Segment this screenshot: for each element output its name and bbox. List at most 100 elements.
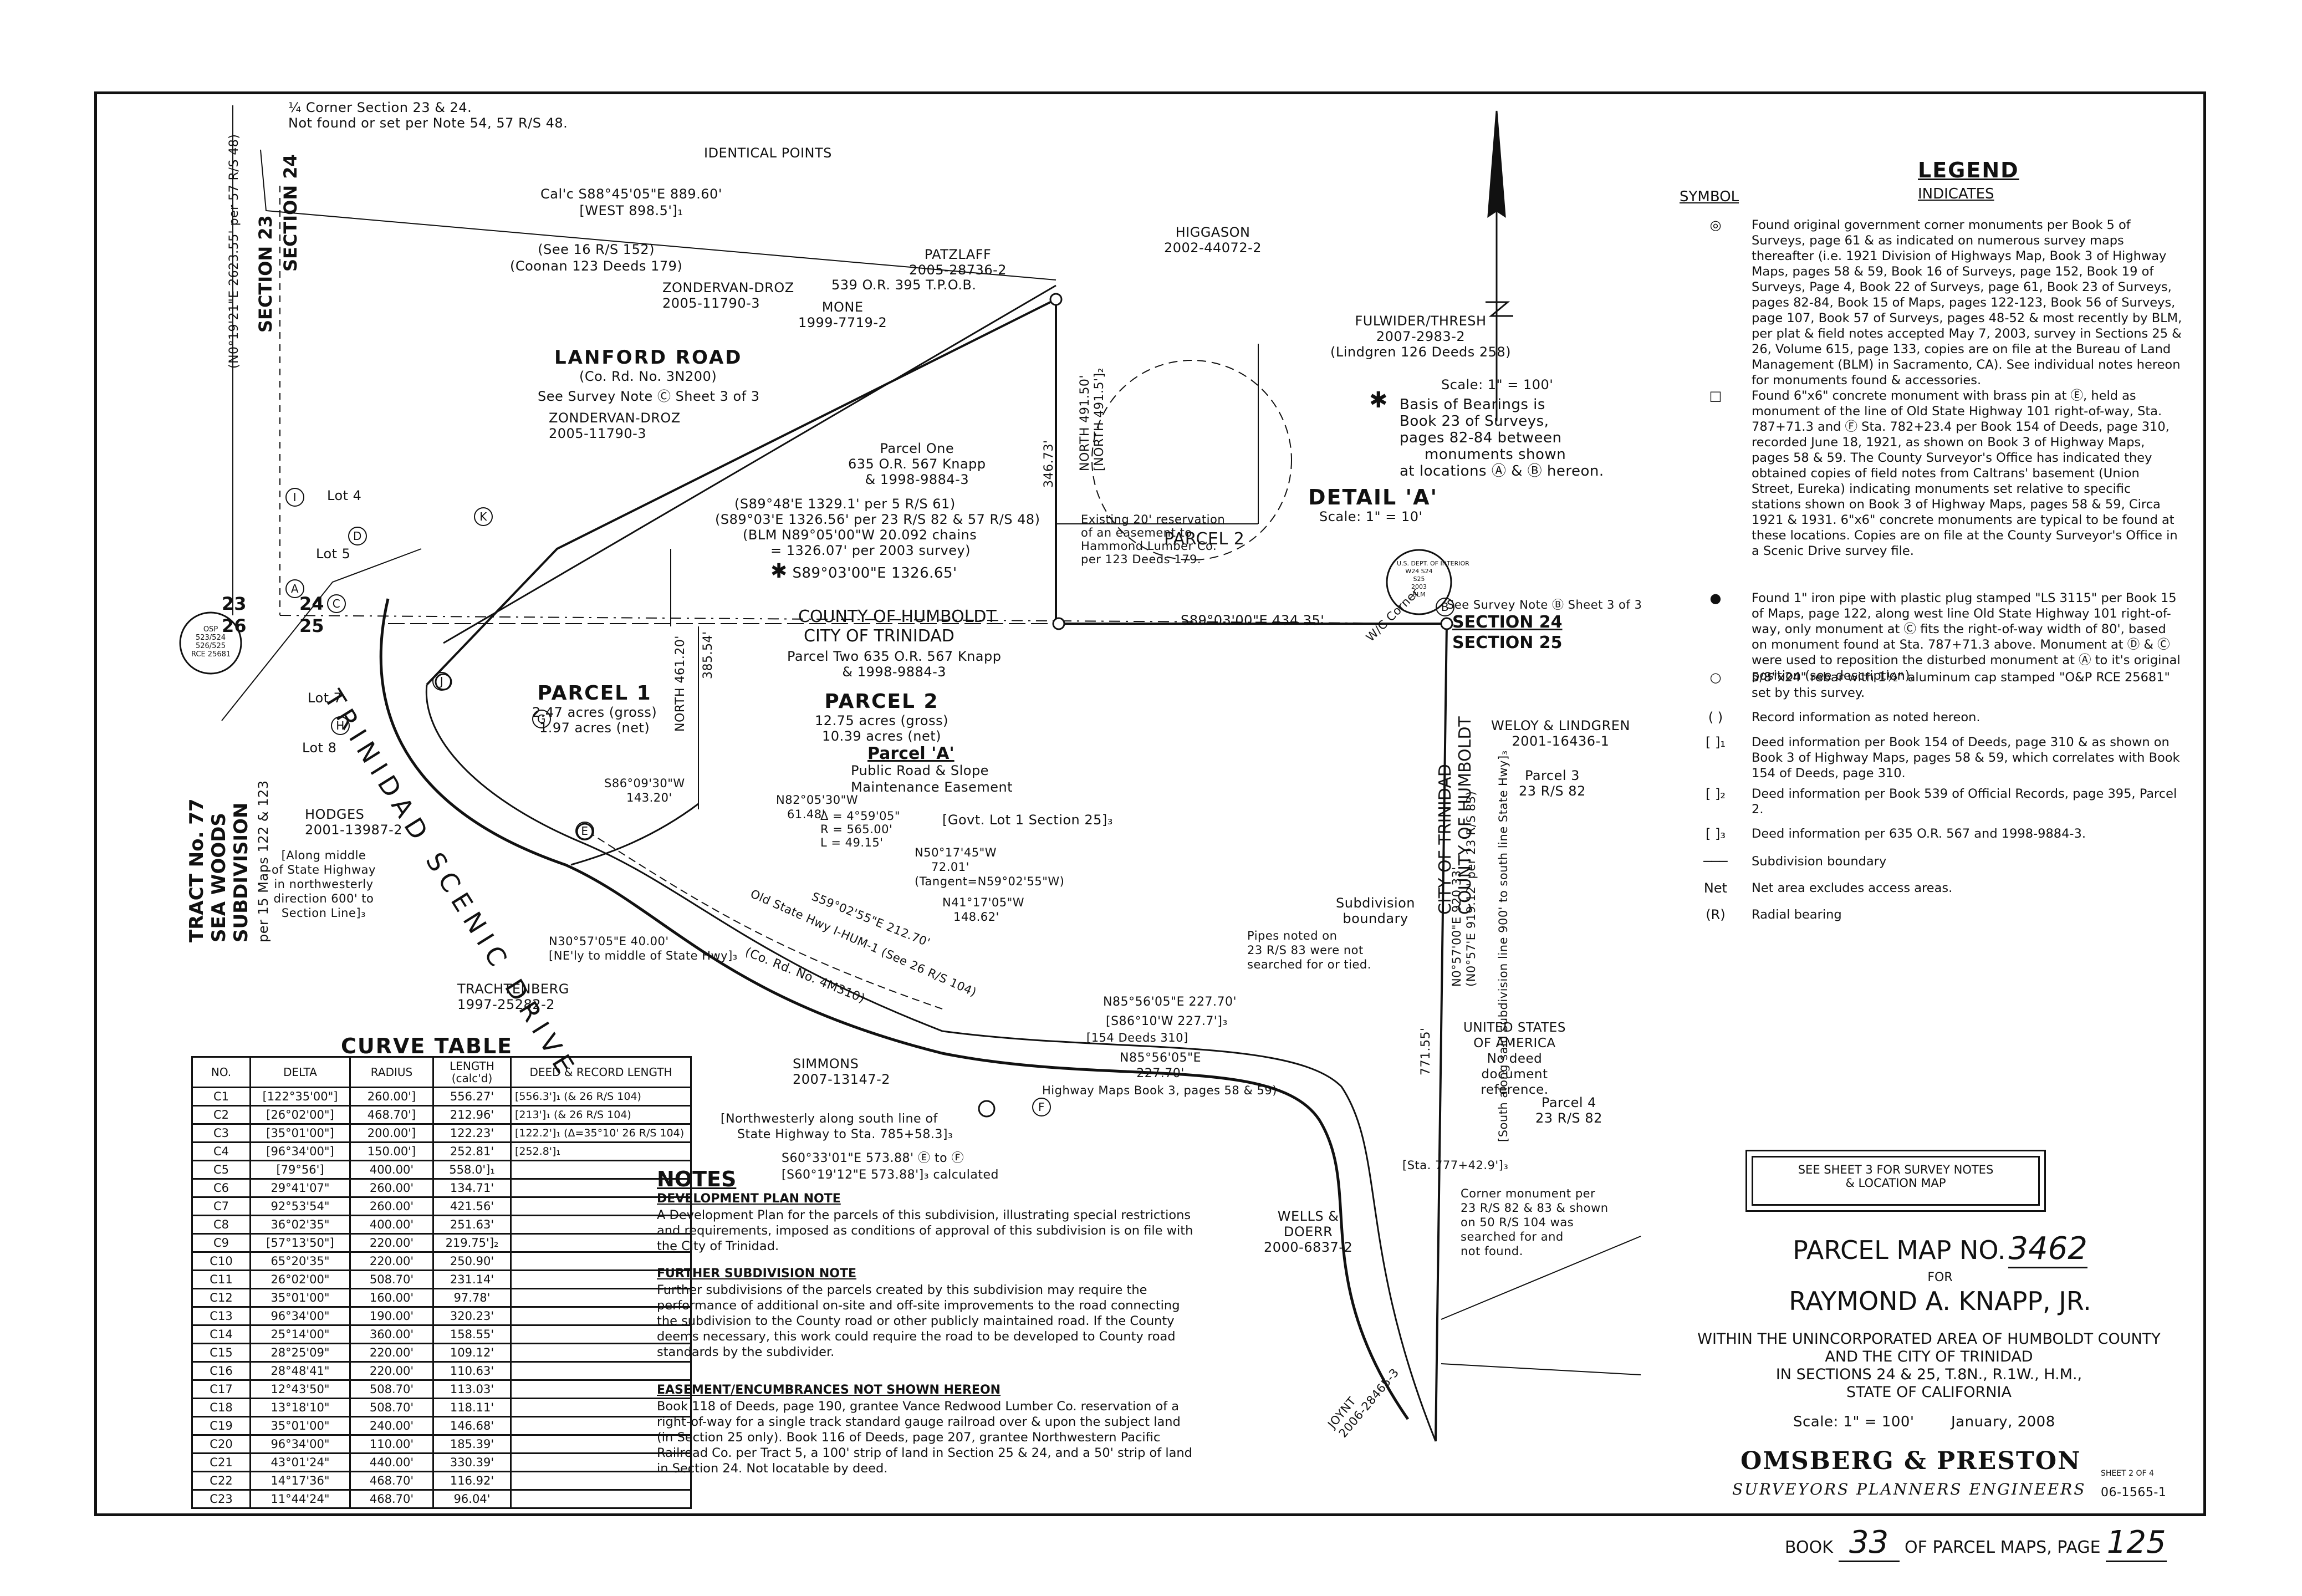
curve-radius: 508.70' [349, 1398, 434, 1417]
curve-deed [510, 1324, 692, 1344]
curve-delta: 25°14'00" [249, 1324, 351, 1344]
bearing-record-3: (BLM N89°05'00"W 20.092 chains [743, 527, 977, 543]
reservation-line-4: per 123 Deeds 179. [1081, 553, 1202, 566]
s60-bearing: S60°33'01"E 573.88' Ⓔ to Ⓕ [782, 1151, 964, 1165]
usa-line-3: No deed [1487, 1052, 1543, 1066]
section-24-vertical: SECTION 24 [280, 154, 301, 272]
parcel-one-label: Parcel One 635 O.R. 567 Knapp & 1998-988… [848, 441, 986, 487]
north-49150-value: NORTH 491.50' [1078, 375, 1092, 471]
reservation-line-3: Hammond Lumber Co. [1081, 539, 1217, 553]
trachtenberg-label: TRACHTENBERG 1997-25282-2 [457, 981, 569, 1012]
tangent-bearing: N50°17'45"W [915, 846, 997, 859]
curve-radius: 508.70' [349, 1269, 434, 1289]
weloy-doc: 2001-16436-1 [1512, 733, 1610, 749]
legend-symbol-header: SYMBOL [1680, 188, 1739, 205]
tract-77-label: TRACT No. 77 SEA WOODS SUBDIVISION per 1… [186, 780, 274, 942]
curve-no: C17 [191, 1379, 251, 1399]
corner-monument-1: Corner monument per [1461, 1187, 1596, 1200]
legend-title: LEGEND [1918, 158, 2019, 182]
curve-delta: 43°01'24" [249, 1452, 351, 1472]
legend-item-text: Subdivision boundary [1752, 854, 1887, 869]
bracket3-icon: [ ]₃ [1706, 826, 1726, 842]
stamp-right-3: S25 [1413, 575, 1425, 583]
subdivision-boundary-label: Subdivision boundary [1336, 895, 1415, 926]
curve-length: 110.63' [432, 1361, 512, 1381]
legend-item-text: Found 6"x6" concrete monument with brass… [1752, 389, 2178, 558]
curve-length: 251.63' [432, 1215, 512, 1235]
parcel-one-doc: & 1998-9884-3 [865, 472, 969, 487]
basis-line-1: Basis of Bearings is [1400, 396, 1545, 413]
zondervan-north-owner: ZONDERVAN-DROZ [662, 280, 794, 295]
legend-item-text: Found original government corner monumen… [1752, 218, 2182, 387]
n85-top-label: N85°56'05"E 227.70' [1103, 995, 1237, 1009]
sta-777-label: [Sta. 777+42.9']₃ [1402, 1159, 1509, 1172]
asterisk-icon: ✱ [770, 560, 788, 583]
curve-deed [510, 1471, 692, 1491]
identical-points-label: IDENTICAL POINTS [704, 145, 832, 161]
usa-line-1: UNITED STATES [1463, 1021, 1566, 1035]
curve-radius: 200.00'] [349, 1123, 434, 1143]
n-s-bearing-label: N0°57'00"E 920.33' (N0°57'E 919.12' per … [1449, 791, 1478, 987]
along-middle-1: [Along middle [281, 849, 366, 862]
parcel-a-desc-2: Maintenance Easement [851, 779, 1013, 795]
pipes-noted-1: Pipes noted on [1247, 929, 1338, 942]
curve-length: 219.75']₂ [432, 1233, 512, 1253]
stamp-right-1: U.S. DEPT. OF INTERIOR [1397, 560, 1469, 567]
curve-delta: 14°17'36" [249, 1471, 351, 1491]
firm-name: OMSBERG & PRESTON [1740, 1447, 2081, 1475]
basis-line-5: at locations Ⓐ & Ⓑ hereon. [1400, 463, 1604, 480]
zondervan-south-owner: ZONDERVAN-DROZ [549, 410, 681, 426]
book-number: 33 [1838, 1524, 1900, 1562]
curve-no: C10 [191, 1251, 251, 1271]
owner-name: RAYMOND A. KNAPP, JR. [1789, 1286, 2091, 1316]
see-sheet-line-1: SEE SHEET 3 FOR SURVEY NOTES [1798, 1163, 1994, 1176]
curve-radius: 220.00' [349, 1343, 434, 1363]
curve-radius: 440.00' [349, 1452, 434, 1472]
curve-radius: 160.00' [349, 1288, 434, 1308]
curve-radius: 220.00' [349, 1361, 434, 1381]
parcel-1-title: PARCEL 1 [537, 682, 652, 705]
point-d: D [348, 527, 367, 545]
survey-note-b: See Survey Note Ⓑ Sheet 3 of 3 [1447, 598, 1642, 611]
curve-delta: 28°48'41" [249, 1361, 351, 1381]
n-46120-label: NORTH 461.20' [673, 635, 687, 732]
notes-title: NOTES [657, 1167, 737, 1191]
bearing-record-4: = 1326.07' per 2003 survey) [770, 543, 971, 558]
quarter-corner-source: Not found or set per Note 54, 57 R/S 48. [288, 115, 568, 131]
curve-table-row: C2[26°02'00"]468.70']212.96'[213']₁ (& 2… [191, 1105, 692, 1125]
curve-length: 116.92' [432, 1471, 512, 1491]
curve-radius: 360.00' [349, 1324, 434, 1344]
curve-delta: 29°41'07" [249, 1178, 351, 1198]
curve-length: 330.39' [432, 1452, 512, 1472]
n82-bearing: N82°05'30"W [776, 793, 859, 807]
see-sheet-box: SEE SHEET 3 FOR SURVEY NOTES & LOCATION … [1745, 1150, 2046, 1212]
corner-monument-2: 23 R/S 82 & 83 & shown [1461, 1201, 1609, 1215]
hodges-owner: HODGES [305, 807, 365, 822]
for-label: FOR [1927, 1271, 1953, 1284]
reservation-line-1: Existing 20' reservation [1081, 513, 1226, 526]
see-sheet-line-2: & LOCATION MAP [1845, 1176, 1946, 1190]
fulwider-owner: FULWIDER/THRESH [1355, 313, 1487, 329]
nw-along-1: [Northwesterly along south line of [721, 1112, 938, 1126]
nw-along-2: State Highway to Sta. 785+58.3]₃ [737, 1128, 953, 1141]
n85-bot-bearing: N85°56'05"E [1120, 1051, 1202, 1065]
county-label: COUNTY OF HUMBOLDT [798, 607, 997, 626]
zondervan-north-label: ZONDERVAN-DROZ 2005-11790-3 [662, 280, 794, 311]
patzlaff-label: PATZLAFF 2005-28736-2 [909, 247, 1007, 278]
usa-line-5: reference. [1481, 1083, 1549, 1097]
lot-4-label: Lot 4 [327, 488, 362, 503]
mone-doc: 1999-7719-2 [798, 315, 887, 330]
curve-delta: [79°56'] [249, 1160, 351, 1180]
curve-header-no: NO. [191, 1056, 251, 1088]
legend-item-text: Radial bearing [1752, 907, 1842, 922]
dot-icon: ● [1709, 590, 1722, 606]
curve-length: 320.23' [432, 1306, 512, 1326]
curve-length: 558.0']₁ [432, 1160, 512, 1180]
section-25-label: SECTION 25 [1452, 633, 1563, 652]
title-date: January, 2008 [1951, 1414, 2055, 1430]
point-k: K [474, 507, 493, 526]
scale-100-label: Scale: 1" = 100' [1441, 377, 1554, 392]
